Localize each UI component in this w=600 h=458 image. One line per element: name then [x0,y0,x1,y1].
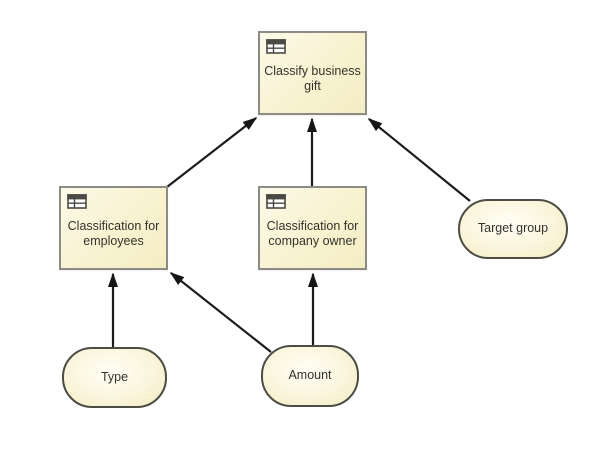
edge-classification-for-employees-to-classify-business-gift [166,117,258,188]
edge-amount-to-classification-for-employees [169,272,272,353]
node-label: Classify business gift [264,63,361,93]
input-data-node-type[interactable]: Type [62,347,167,408]
node-label: Classification for company owner [266,218,359,248]
node-label: Type [100,369,129,384]
edge-target-group-to-classify-business-gift [367,118,471,202]
decision-node-classification-for-employees[interactable]: Classification for employees [59,186,168,270]
node-label: Target group [477,221,549,236]
node-label: Amount [288,368,332,383]
decision-node-classification-for-company-owner[interactable]: Classification for company owner [258,186,367,270]
decision-table-icon [266,39,286,54]
node-label: Classification for employees [67,218,160,248]
input-data-node-target-group[interactable]: Target group [458,199,568,259]
decision-table-icon [67,194,87,209]
input-data-node-amount[interactable]: Amount [261,345,359,407]
decision-table-icon [266,194,286,209]
decision-node-classify-business-gift[interactable]: Classify business gift [258,31,367,115]
